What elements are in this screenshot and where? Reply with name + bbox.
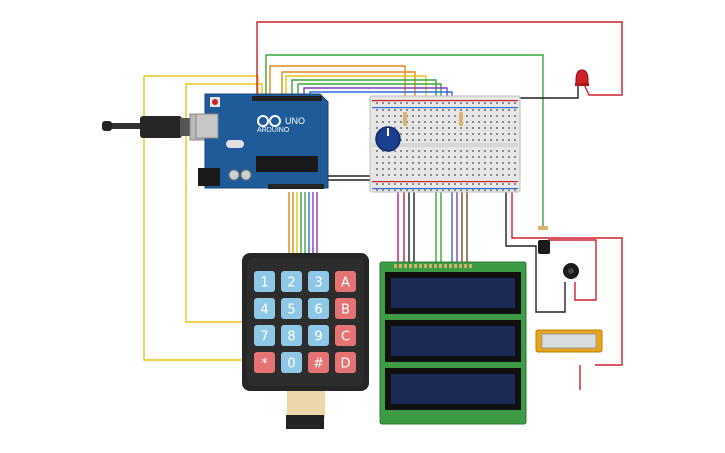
keypad-key-9[interactable]: 9 <box>308 325 329 346</box>
keypad-key-label: 9 <box>314 330 322 345</box>
led-icon <box>575 69 589 86</box>
keypad-4x4: 1 2 3 A 4 5 6 B 7 8 9 C * 0 # D <box>242 253 369 429</box>
keypad-key-6[interactable]: 6 <box>308 298 329 319</box>
wire-yellow-outer <box>143 75 259 361</box>
wire-yellow-bb <box>285 75 427 104</box>
keypad-key-2[interactable]: 2 <box>281 271 302 292</box>
keypad-key-label: 8 <box>287 330 295 345</box>
keypad-key-label: # <box>313 357 324 372</box>
potentiometer-icon <box>375 126 401 152</box>
keypad-key-1[interactable]: 1 <box>254 271 275 292</box>
keypad-key-label: 1 <box>260 276 268 291</box>
small-display-module <box>535 329 603 353</box>
lcd-screen-2 <box>385 320 521 362</box>
keypad-key-7[interactable]: 7 <box>254 325 275 346</box>
lcd-screen-1 <box>385 272 521 314</box>
keypad-key-label: 7 <box>260 330 268 345</box>
piezo-icon <box>563 263 579 279</box>
keypad-key-label: 4 <box>260 303 268 318</box>
lcd-display-stack <box>379 261 527 425</box>
arduino-brand: ARDUINO <box>257 127 290 134</box>
arduino-logo <box>257 115 281 127</box>
breadboard <box>369 95 521 193</box>
wire-red-top <box>256 21 623 96</box>
keypad-key-5[interactable]: 5 <box>281 298 302 319</box>
wire-black-right <box>512 86 579 99</box>
wire-yellow-inner <box>185 83 263 323</box>
keypad-key-4[interactable]: 4 <box>254 298 275 319</box>
keypad-key-label: 2 <box>287 276 295 291</box>
arduino-uno-board: ARDUINO UNO <box>195 93 329 189</box>
keypad-key-label: 3 <box>314 276 322 291</box>
wire-red-right <box>511 168 623 366</box>
resistor-icons <box>403 112 548 230</box>
arduino-model: UNO <box>285 116 305 126</box>
wire-black-right2 <box>505 192 566 313</box>
keypad-key-label: D <box>340 357 350 372</box>
keypad-key-hash[interactable]: # <box>308 352 329 373</box>
wire-green-bb2 <box>297 83 442 104</box>
keypad-key-b[interactable]: B <box>335 298 356 319</box>
keypad-key-label: 5 <box>287 303 295 318</box>
keypad-key-star[interactable]: * <box>254 352 275 373</box>
keypad-key-d[interactable]: D <box>335 352 356 373</box>
keypad-key-label: C <box>341 330 350 345</box>
keypad-key-0[interactable]: 0 <box>281 352 302 373</box>
wire-black-gnd <box>322 175 377 192</box>
buzzer-icon <box>538 240 550 254</box>
keypad-ribbon <box>287 390 325 418</box>
keypad-key-label: * <box>261 357 268 372</box>
lcd-screen-3 <box>385 368 521 410</box>
keypad-key-a[interactable]: A <box>335 271 356 292</box>
keypad-key-label: 0 <box>287 357 295 372</box>
keypad-key-label: A <box>341 276 350 291</box>
wire-green-long <box>265 54 544 230</box>
keypad-key-c[interactable]: C <box>335 325 356 346</box>
wire-red-right2 <box>548 239 597 301</box>
keypad-key-8[interactable]: 8 <box>281 325 302 346</box>
lcd-pin-header <box>394 264 472 268</box>
wire-orange-1 <box>269 65 406 104</box>
keypad-key-3[interactable]: 3 <box>308 271 329 292</box>
keypad-key-label: B <box>341 303 350 318</box>
keypad-key-label: 6 <box>314 303 322 318</box>
